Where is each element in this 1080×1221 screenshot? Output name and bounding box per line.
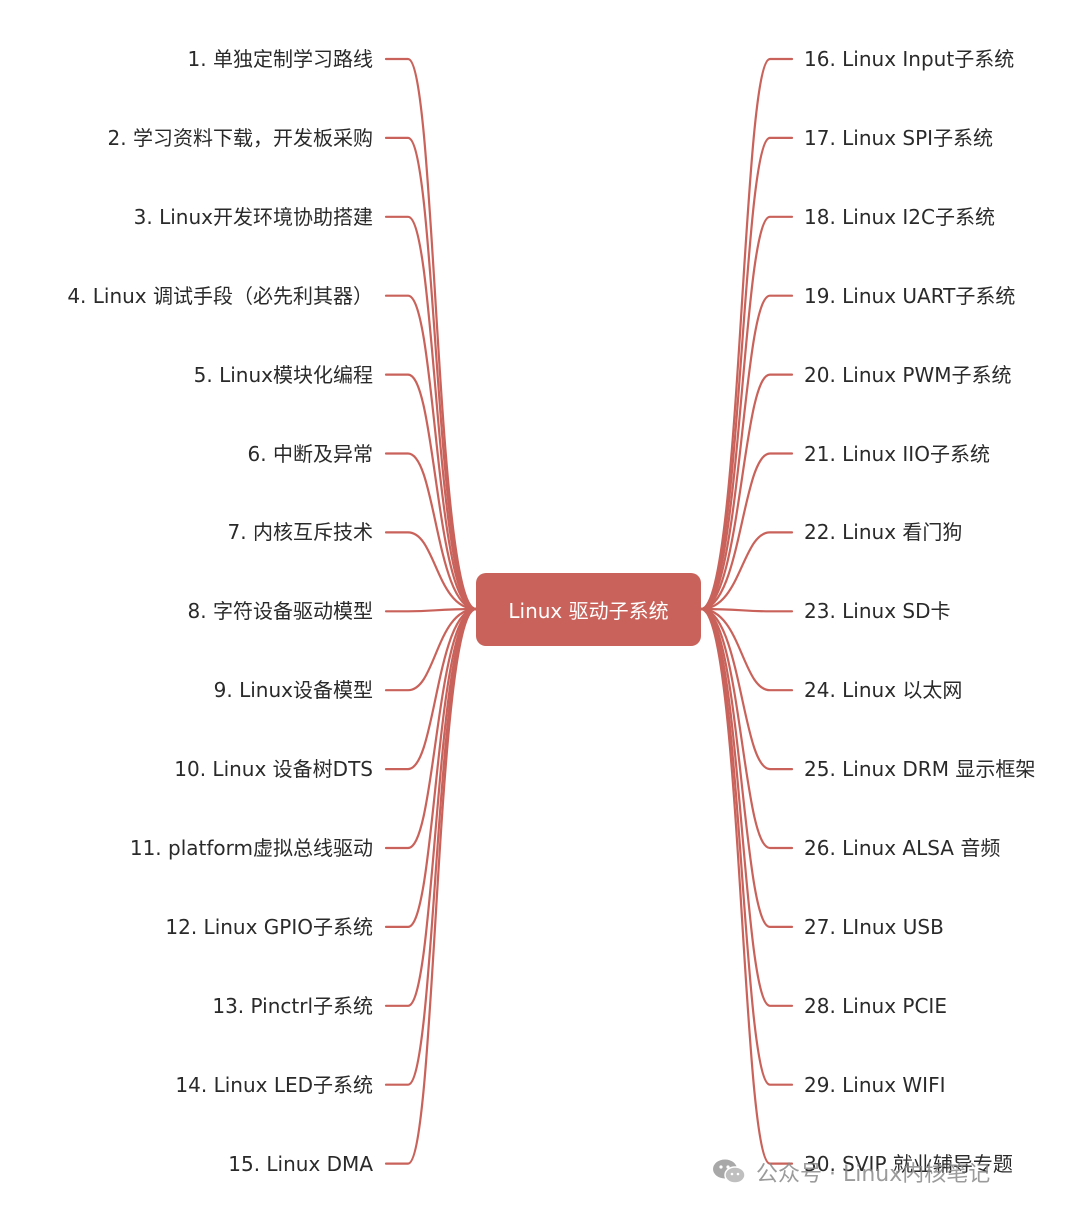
connector-left-5 [384,373,478,611]
branch-node-right-16[interactable]: 16. Linux Input子系统 [804,47,1015,71]
branch-node-left-4[interactable]: 4. Linux 调试手段（必先利其器） [67,283,373,308]
connector-left-10 [384,607,478,771]
connector-right-27 [699,607,794,928]
connector-left-8 [384,607,478,613]
branch-node-right-22[interactable]: 22. Linux 看门狗 [804,520,963,545]
central-topic-node[interactable]: Linux 驱动子系统 [476,573,701,646]
branch-node-right-25[interactable]: 25. Linux DRM 显示框架 [804,757,1036,782]
branch-node-right-21[interactable]: 21. Linux IIO子系统 [804,441,990,466]
connector-right-17 [699,136,794,611]
branch-node-right-29[interactable]: 29. Linux WIFI [804,1072,946,1097]
branch-node-left-15[interactable]: 15. Linux DMA [228,1151,373,1176]
connector-left-3 [384,215,478,611]
branch-node-right-19[interactable]: 19. Linux UART子系统 [804,283,1016,308]
connector-left-4 [384,294,478,611]
connector-left-6 [384,452,478,611]
connector-right-26 [699,607,794,850]
branch-node-left-6[interactable]: 6. 中断及异常 [247,441,373,466]
connector-right-20 [699,373,794,611]
connector-right-23 [699,607,794,613]
wechat-icon [713,1159,746,1184]
connector-right-24 [699,607,794,692]
branch-node-right-20[interactable]: 20. Linux PWM子系统 [804,362,1012,387]
connector-left-2 [384,136,478,611]
branch-node-left-3[interactable]: 3. Linux开发环境协助搭建 [133,204,373,229]
branch-node-left-8[interactable]: 8. 字符设备驱动模型 [187,599,373,624]
branch-node-left-13[interactable]: 13. Pinctrl子系统 [212,993,373,1018]
branch-node-right-17[interactable]: 17. Linux SPI子系统 [804,125,994,150]
branch-node-left-7[interactable]: 7. 内核互斥技术 [227,520,373,545]
watermark-text: 公众号 · Linux内核笔记 [756,1162,991,1187]
connector-left-12 [384,607,478,928]
branch-node-left-9[interactable]: 9. Linux设备模型 [213,678,373,703]
connector-right-18 [699,215,794,611]
branch-node-left-11[interactable]: 11. platform虚拟总线驱动 [129,836,373,860]
branch-node-right-30[interactable]: 30. SVIP 就业辅导专题 [804,1151,1013,1176]
branch-node-left-12[interactable]: 12. Linux GPIO子系统 [165,914,373,939]
branch-node-left-1[interactable]: 1. 单独定制学习路线 [187,47,373,71]
branch-node-left-2[interactable]: 2. 学习资料下载，开发板采购 [107,125,373,150]
watermark: 公众号 · Linux内核笔记 [712,1152,990,1192]
connector-right-16 [699,57,794,611]
connector-right-28 [699,607,794,1007]
connector-left-13 [384,607,478,1007]
connector-right-25 [699,607,794,771]
connector-left-11 [384,607,478,850]
branch-node-right-28[interactable]: 28. Linux PCIE [804,993,947,1018]
branch-node-right-27[interactable]: 27. LInux USB [804,914,944,939]
branch-node-left-10[interactable]: 10. Linux 设备树DTS [174,757,373,782]
connector-right-21 [699,452,794,611]
connector-left-15 [384,607,478,1165]
branch-node-right-26[interactable]: 26. Linux ALSA 音频 [804,836,1001,860]
branch-node-right-24[interactable]: 24. Linux 以太网 [804,678,963,703]
connector-left-9 [384,607,478,692]
connector-left-7 [384,531,478,611]
branch-node-left-14[interactable]: 14. Linux LED子系统 [175,1072,373,1097]
connector-right-30 [699,607,794,1165]
central-topic-label: Linux 驱动子系统 [508,599,669,623]
branch-node-right-18[interactable]: 18. Linux I2C子系统 [804,204,995,229]
branch-node-right-23[interactable]: 23. Linux SD卡 [804,599,951,624]
connector-left-14 [384,607,478,1086]
connector-right-29 [699,607,794,1086]
connector-left-1 [384,57,478,611]
connector-right-19 [699,294,794,611]
branch-node-left-5[interactable]: 5. Linux模块化编程 [193,362,373,387]
connector-right-22 [699,531,794,611]
